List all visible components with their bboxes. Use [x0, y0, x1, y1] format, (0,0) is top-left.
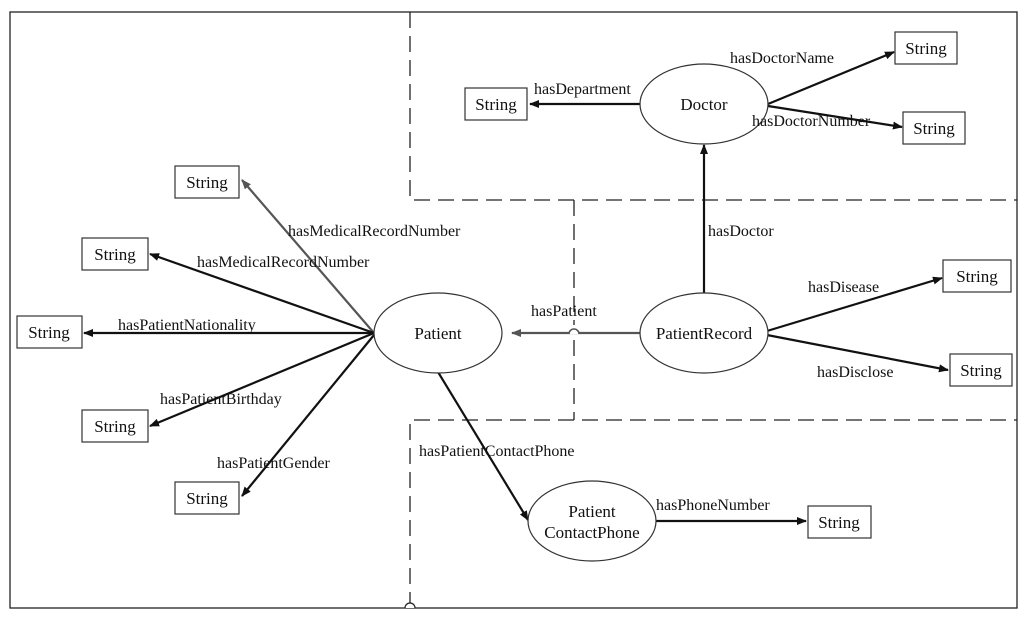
label-has-patient-nationality: hasPatientNationality [118, 317, 256, 334]
label-has-doctor-name: hasDoctorName [730, 50, 834, 67]
node-patient-label: Patient [414, 324, 461, 343]
string-box-doctor-name: String [894, 31, 958, 65]
string-box-label: String [475, 95, 517, 114]
edge-has-patient-gender [241, 334, 375, 497]
string-box-doctor-number: String [902, 111, 966, 145]
edge-has-disclose [766, 333, 949, 373]
edge-has-disease [766, 276, 943, 333]
frame-hop [404, 602, 416, 609]
phone-region-boundary [409, 419, 1017, 608]
node-patient-contact-phone: Patient ContactPhone [527, 480, 657, 562]
string-box-phone-number: String [807, 505, 872, 539]
edge-has-doctor-number [767, 104, 903, 130]
string-box-disclose: String [949, 353, 1013, 387]
string-box-disease: String [942, 259, 1012, 293]
string-box-label: String [186, 489, 228, 508]
edge-has-doctor-name [767, 50, 895, 106]
string-box-label: String [956, 267, 998, 286]
edge-labels: hasDoctorName hasDepartment hasDoctorNum… [118, 50, 893, 514]
string-box-medical-record-number-1: String [174, 165, 240, 199]
node-patient-record-label: PatientRecord [656, 324, 753, 343]
node-patient: Patient [373, 292, 503, 374]
string-box-label: String [818, 513, 860, 532]
label-has-disease: hasDisease [808, 279, 879, 296]
string-box-birthday: String [81, 409, 149, 443]
label-has-medical-record-number-2: hasMedicalRecordNumber [197, 254, 370, 271]
label-has-patient: hasPatient [531, 303, 597, 320]
string-box-label: String [94, 417, 136, 436]
string-box-label: String [960, 361, 1002, 380]
label-has-phone-number: hasPhoneNumber [656, 497, 770, 514]
string-box-gender: String [174, 481, 240, 515]
label-has-disclose: hasDisclose [817, 364, 893, 381]
edge-has-medical-record-number-2 [149, 252, 375, 335]
node-contact-phone-label-line1: Patient [568, 502, 615, 521]
string-box-label: String [94, 245, 136, 264]
string-box-label: String [186, 173, 228, 192]
string-box-label: String [28, 323, 70, 342]
string-box-nationality: String [16, 315, 83, 349]
string-box-department: String [464, 87, 528, 121]
line-hop [568, 328, 580, 335]
edge-has-medical-record-number-1 [241, 179, 375, 334]
string-box-medical-record-number-2: String [81, 237, 149, 271]
string-box-label: String [913, 119, 955, 138]
label-has-medical-record-number-1: hasMedicalRecordNumber [288, 223, 461, 240]
edge-has-patient-contact-phone [437, 371, 529, 521]
outer-frame [9, 11, 1018, 609]
doctor-region-boundary [409, 12, 1017, 201]
node-contact-phone-label-line2: ContactPhone [544, 523, 639, 542]
node-patient-record: PatientRecord [639, 292, 769, 374]
label-has-patient-birthday: hasPatientBirthday [160, 391, 282, 408]
dashed-regions [409, 12, 1017, 608]
label-has-department: hasDepartment [534, 81, 631, 98]
string-box-label: String [905, 39, 947, 58]
label-has-patient-gender: hasPatientGender [217, 455, 331, 472]
string-boxes: String String String String String Strin… [16, 31, 1013, 539]
node-doctor: Doctor [639, 63, 769, 145]
label-has-patient-contact-phone: hasPatientContactPhone [419, 443, 575, 460]
edge-has-patient-birthday [149, 331, 375, 428]
label-has-doctor: hasDoctor [708, 223, 774, 240]
node-doctor-label: Doctor [680, 95, 728, 114]
edges [83, 50, 949, 525]
label-has-doctor-number: hasDoctorNumber [752, 113, 871, 130]
